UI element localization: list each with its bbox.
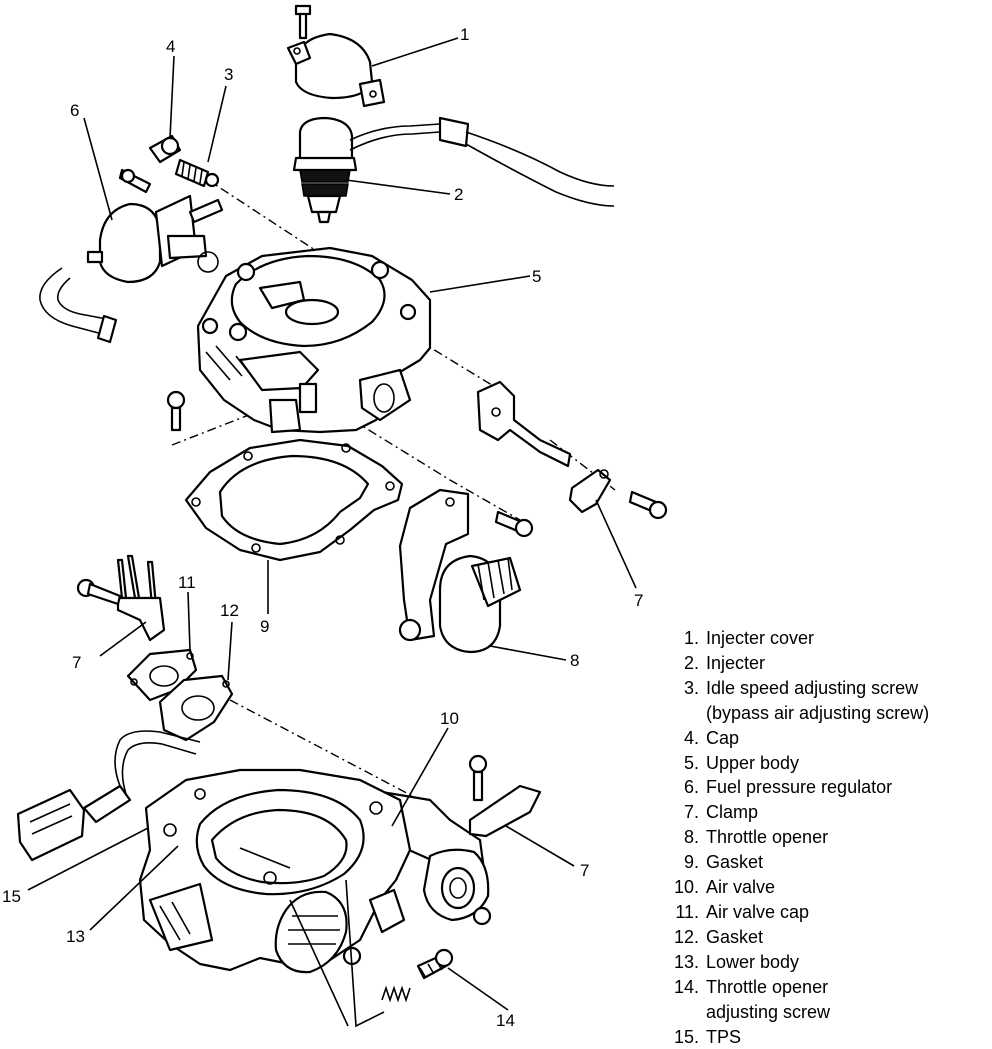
- legend-number: 15.: [664, 1025, 706, 1049]
- legend-label: Air valve: [706, 875, 984, 900]
- callout-2: 2: [454, 185, 463, 204]
- legend-label: Cap: [706, 726, 984, 751]
- legend-number: 6.: [664, 775, 706, 800]
- callout-4: 4: [166, 37, 175, 56]
- legend-row: 11.Air valve cap: [664, 900, 984, 925]
- legend-row: 1.Injecter cover: [664, 626, 984, 651]
- throttle-opener-part: [400, 490, 532, 652]
- clamp-part-left: [78, 556, 164, 640]
- legend-number: 1.: [664, 626, 706, 651]
- legend-label: Lower body: [706, 950, 984, 975]
- callout-13: 13: [66, 927, 85, 946]
- legend-label: Injecter: [706, 651, 984, 676]
- legend-number: 13.: [664, 950, 706, 975]
- legend-row: 5.Upper body: [664, 751, 984, 776]
- legend-row: 9.Gasket: [664, 850, 984, 875]
- legend-number: 14.: [664, 975, 706, 1000]
- legend-number: 2.: [664, 651, 706, 676]
- legend-row: 8.Throttle opener: [664, 825, 984, 850]
- legend-number: 8.: [664, 825, 706, 850]
- legend-label: (bypass air adjusting screw): [706, 701, 984, 726]
- legend-row: 10.Air valve: [664, 875, 984, 900]
- callout-9: 9: [260, 617, 269, 636]
- legend-label: Upper body: [706, 751, 984, 776]
- legend-row: 4.Cap: [664, 726, 984, 751]
- callout-12: 12: [220, 601, 239, 620]
- legend-number: 9.: [664, 850, 706, 875]
- callout-7-left: 7: [72, 653, 81, 672]
- legend-label: adjusting screw: [706, 1000, 984, 1025]
- fuel-pressure-regulator-part: [40, 170, 222, 342]
- legend-row: 3.Idle speed adjusting screw: [664, 676, 984, 701]
- legend-label: Gasket: [706, 850, 984, 875]
- legend-row: (bypass air adjusting screw): [664, 701, 984, 726]
- legend-label: Air valve cap: [706, 900, 984, 925]
- legend-row: 12.Gasket: [664, 925, 984, 950]
- injecter-part: [294, 118, 614, 222]
- callout-11: 11: [178, 573, 196, 592]
- legend-row: 13.Lower body: [664, 950, 984, 975]
- callout-7-right: 7: [634, 591, 643, 610]
- callout-6: 6: [70, 101, 79, 120]
- injecter-cover-part: [288, 6, 384, 106]
- legend-label: Injecter cover: [706, 626, 984, 651]
- legend-number: [664, 701, 706, 726]
- legend-row: 7.Clamp: [664, 800, 984, 825]
- legend-label: Gasket: [706, 925, 984, 950]
- callout-14: 14: [496, 1011, 515, 1030]
- clamp-part-right: [570, 470, 666, 518]
- callout-8: 8: [570, 651, 579, 670]
- legend-number: 3.: [664, 676, 706, 701]
- clamp-bracket-part: [478, 382, 570, 466]
- legend-label: Clamp: [706, 800, 984, 825]
- clamp-part-lower: [470, 756, 540, 836]
- legend-row: 6.Fuel pressure regulator: [664, 775, 984, 800]
- callout-7-lower: 7: [580, 861, 589, 880]
- legend-row: 15.TPS: [664, 1025, 984, 1049]
- upper-body-part: [198, 248, 430, 432]
- legend-label: Throttle opener: [706, 825, 984, 850]
- callout-1: 1: [460, 25, 469, 44]
- legend-label: Fuel pressure regulator: [706, 775, 984, 800]
- legend-number: 5.: [664, 751, 706, 776]
- legend-row: 2.Injecter: [664, 651, 984, 676]
- legend-row: adjusting screw: [664, 1000, 984, 1025]
- legend-label: Throttle opener: [706, 975, 984, 1000]
- legend-number: [664, 1000, 706, 1025]
- legend-row: 14.Throttle opener: [664, 975, 984, 1000]
- callout-15: 15: [2, 887, 21, 906]
- gasket-large-part: [186, 440, 402, 560]
- legend-label: Idle speed adjusting screw: [706, 676, 984, 701]
- legend-number: 12.: [664, 925, 706, 950]
- callout-3: 3: [224, 65, 233, 84]
- idle-speed-screw-part: [176, 160, 218, 186]
- upper-body-screw: [168, 392, 184, 430]
- legend-number: 4.: [664, 726, 706, 751]
- legend-number: 11.: [664, 900, 706, 925]
- legend-number: 10.: [664, 875, 706, 900]
- legend-label: TPS: [706, 1025, 984, 1049]
- legend-number: 7.: [664, 800, 706, 825]
- callout-10: 10: [440, 709, 459, 728]
- throttle-opener-screw-part: [382, 950, 452, 1000]
- callout-5: 5: [532, 267, 541, 286]
- cap-part: [150, 136, 180, 162]
